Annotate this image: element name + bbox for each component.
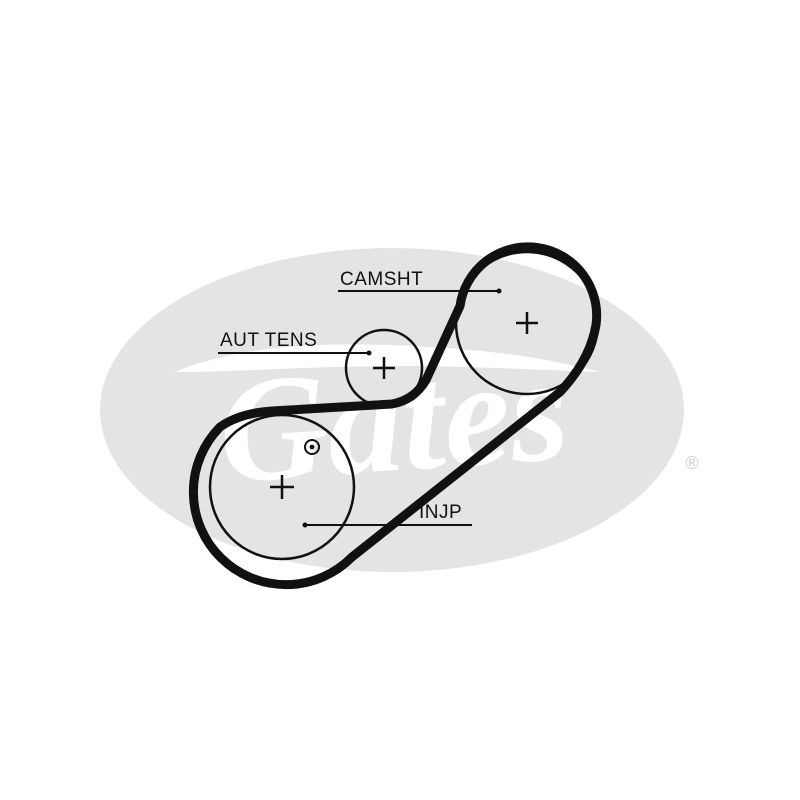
logo-oval xyxy=(100,248,684,572)
tensioner-pulley xyxy=(344,328,424,408)
camshaft-center-cross xyxy=(516,312,538,334)
tensioner-pulley-rim xyxy=(344,328,424,408)
timing-mark-dot xyxy=(309,444,315,450)
camshaft-leader-dot xyxy=(496,288,502,294)
injection-pump-pulley xyxy=(208,413,356,561)
gates-logo-watermark: Gates ® xyxy=(100,248,701,572)
injection-pump-center-cross xyxy=(270,475,294,499)
tensioner-leader-dot xyxy=(366,350,372,356)
registered-mark: ® xyxy=(683,453,701,474)
camshaft-pulley-rim xyxy=(454,250,600,396)
logo-swoosh xyxy=(175,344,600,372)
injection-pump-leader-dot xyxy=(302,522,308,528)
timing-mark-ring xyxy=(304,439,320,455)
injection-pump-pulley-rim xyxy=(208,413,356,561)
label-tensioner: AUT TENS xyxy=(220,330,317,351)
label-camshaft: CAMSHT xyxy=(340,269,423,290)
leader-lines xyxy=(218,288,502,528)
label-injection-pump: INJP xyxy=(419,502,462,523)
camshaft-pulley xyxy=(454,250,600,396)
logo-brand-text: Gates xyxy=(213,325,574,515)
tensioner-center-cross xyxy=(373,357,395,379)
